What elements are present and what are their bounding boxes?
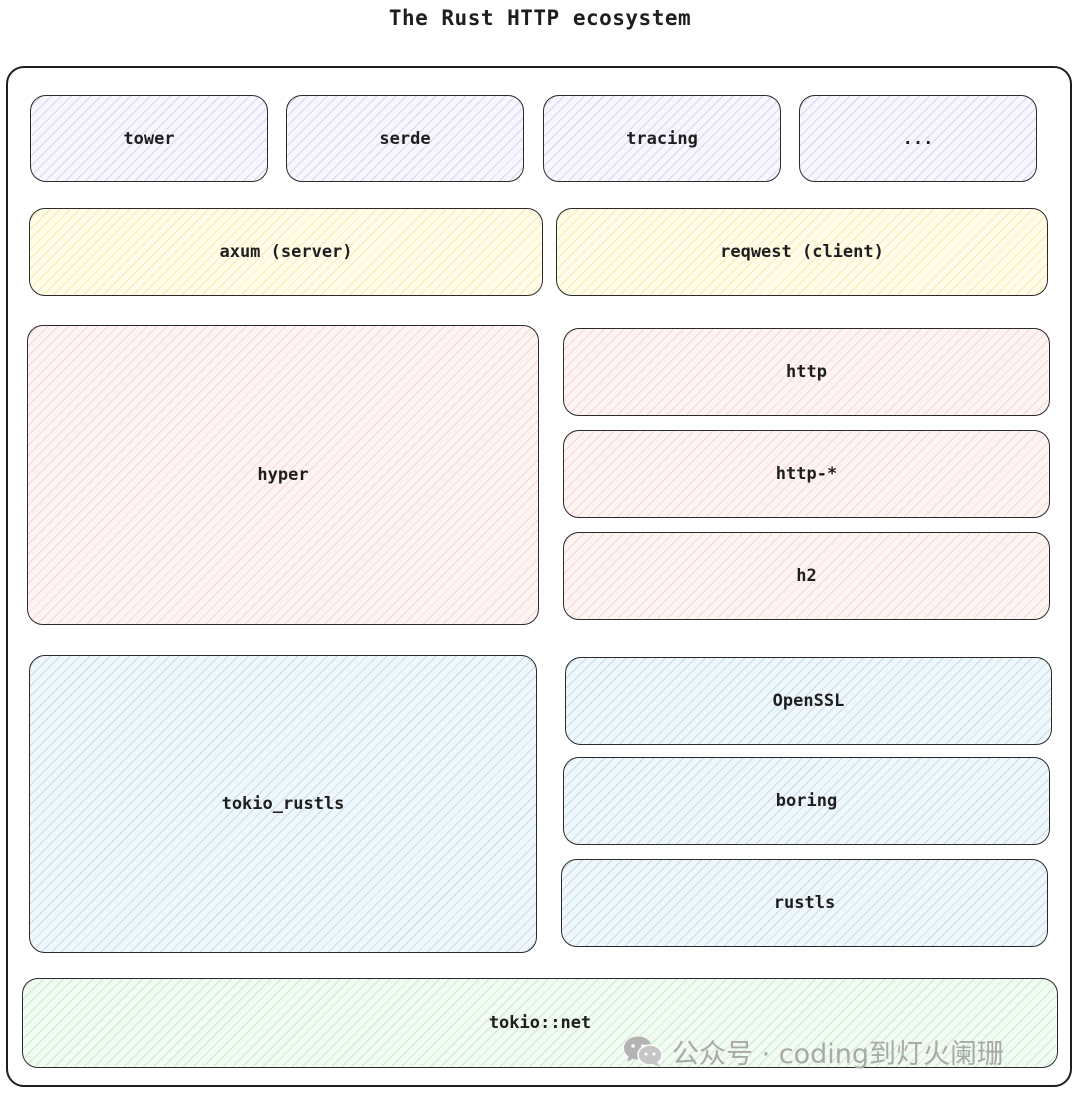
crate-label: reqwest (client): [720, 242, 884, 262]
ecosystem-frame: [6, 66, 1072, 1087]
crate-label: hyper: [257, 465, 309, 485]
crate-tower: tower: [30, 95, 268, 182]
crate-label: OpenSSL: [772, 691, 845, 711]
crate-label: boring: [775, 791, 838, 811]
crate-label: tower: [123, 128, 175, 149]
crate-tracing: tracing: [543, 95, 781, 182]
crate-label: tracing: [626, 128, 698, 149]
crate-h2: h2: [563, 532, 1050, 620]
crate-label: http: [786, 362, 827, 382]
watermark-text: 公众号 · coding到灯火阑珊: [672, 1038, 1005, 1070]
crate-label: tokio_rustls: [221, 794, 345, 814]
crate-reqwest: reqwest (client): [556, 208, 1048, 296]
crate-http-star: http-*: [563, 430, 1050, 518]
crate-axum: axum (server): [29, 208, 543, 296]
crate-tokio-net: tokio::net: [22, 978, 1058, 1068]
crate-http: http: [563, 328, 1050, 416]
diagram-title: The Rust HTTP ecosystem: [388, 6, 692, 30]
crate-label: ...: [902, 128, 934, 149]
crate-label: serde: [379, 128, 431, 149]
crate-label: axum (server): [219, 242, 353, 262]
crate-boring: boring: [563, 757, 1050, 845]
crate-label: http-*: [775, 464, 838, 484]
watermark: 公众号 · coding到灯火阑珊: [622, 1032, 1004, 1070]
crate-serde: serde: [286, 95, 524, 182]
crate-tokio-rustls: tokio_rustls: [29, 655, 537, 953]
crate-openssl: OpenSSL: [565, 657, 1052, 745]
crate-more: ...: [799, 95, 1037, 182]
crate-rustls: rustls: [561, 859, 1048, 947]
crate-label: tokio::net: [488, 1013, 592, 1033]
wechat-icon: [624, 1036, 663, 1067]
crate-label: h2: [796, 566, 817, 586]
crate-hyper: hyper: [27, 325, 539, 625]
crate-label: rustls: [773, 893, 836, 913]
